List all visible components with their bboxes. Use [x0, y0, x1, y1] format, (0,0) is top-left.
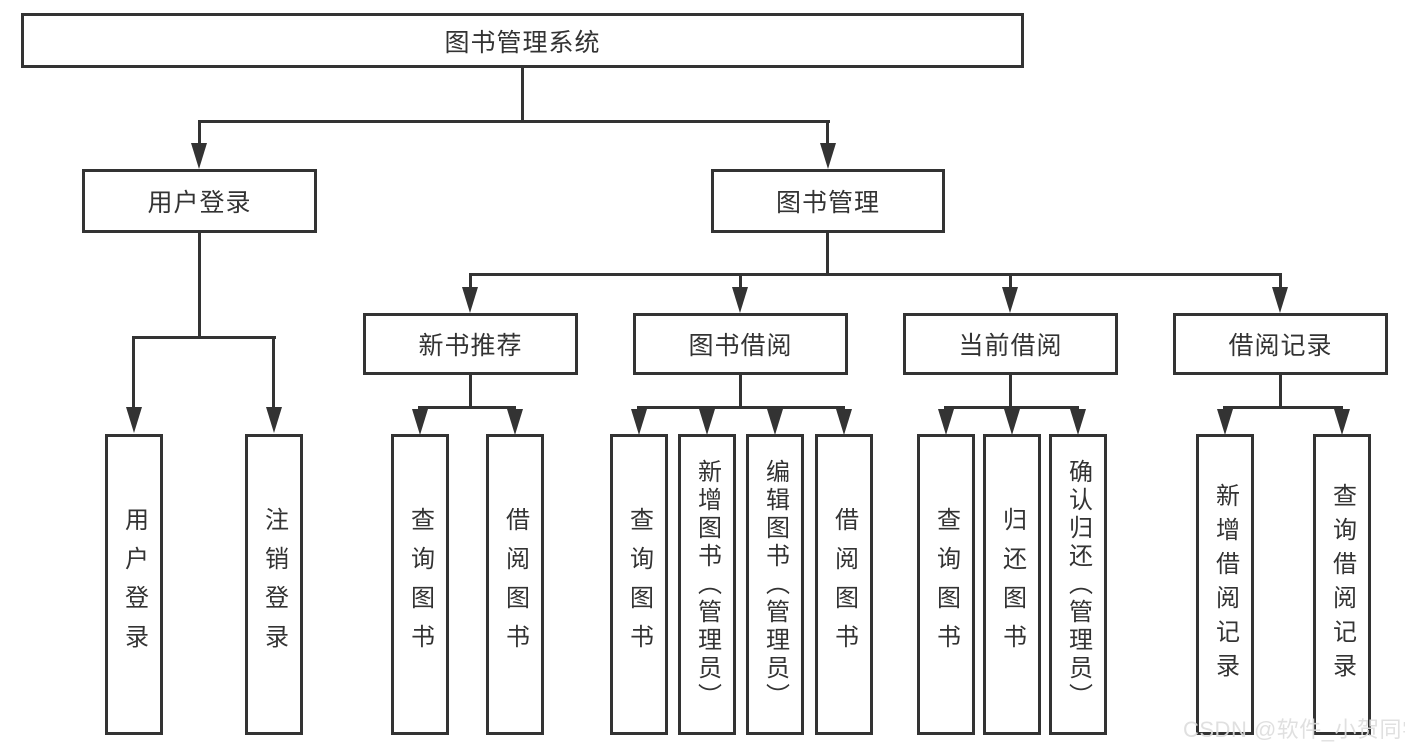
connector-line — [469, 375, 472, 408]
connector-line — [637, 406, 845, 409]
node-borrow-records: 借阅记录 — [1173, 313, 1388, 375]
connector-line — [739, 375, 742, 408]
arrow-down-icon — [191, 143, 207, 169]
arrow-down-icon — [938, 409, 954, 435]
arrow-down-icon — [1070, 409, 1086, 435]
arrow-down-icon — [820, 143, 836, 169]
connector-line — [198, 233, 201, 339]
arrow-down-icon — [631, 409, 647, 435]
node-root-label: 图书管理系统 — [444, 28, 601, 57]
node-user-login-label: 用户登录 — [147, 189, 252, 217]
connector-line — [198, 120, 830, 123]
node-book-management-label: 图书管理 — [775, 189, 880, 217]
connector-line — [198, 123, 201, 145]
connector-line — [272, 339, 275, 409]
leaf-query-borrow-record: 查询借阅记录 — [1313, 434, 1371, 735]
connector-line — [521, 68, 524, 123]
connector-line — [1223, 406, 1343, 409]
connector-line — [1279, 375, 1282, 408]
arrow-down-icon — [1217, 409, 1233, 435]
arrow-down-icon — [1334, 409, 1350, 435]
node-borrow-records-label: 借阅记录 — [1228, 332, 1333, 360]
connector-line — [1009, 375, 1012, 408]
node-book-management: 图书管理 — [711, 169, 945, 233]
leaf-confirm-return-admin: 确认归还（管理员） — [1049, 434, 1107, 735]
node-new-book-recommend-label: 新书推荐 — [418, 332, 523, 360]
leaf-query-books-current: 查询图书 — [917, 434, 975, 735]
connector-line — [826, 233, 829, 275]
leaf-query-books-borrow: 查询图书 — [610, 434, 668, 735]
arrow-down-icon — [1002, 287, 1018, 313]
arrow-down-icon — [1004, 409, 1020, 435]
arrow-down-icon — [1272, 287, 1288, 313]
connector-line — [419, 406, 516, 409]
watermark: CSDN @软件_小贺同学 — [1183, 717, 1405, 742]
connector-line — [1009, 276, 1012, 289]
node-root: 图书管理系统 — [21, 13, 1024, 68]
leaf-add-books-admin: 新增图书（管理员） — [678, 434, 736, 735]
connector-line — [469, 276, 472, 289]
arrow-down-icon — [462, 287, 478, 313]
leaf-borrow-books-recommend: 借阅图书 — [486, 434, 544, 735]
leaf-borrow-books: 借阅图书 — [815, 434, 873, 735]
leaf-query-books-recommend: 查询图书 — [391, 434, 449, 735]
leaf-logout-login: 注销登录 — [245, 434, 303, 735]
connector-line — [469, 273, 1282, 276]
node-user-login: 用户登录 — [82, 169, 317, 233]
node-book-borrow: 图书借阅 — [633, 313, 848, 375]
arrow-down-icon — [699, 409, 715, 435]
leaf-add-borrow-record: 新增借阅记录 — [1196, 434, 1254, 735]
arrow-down-icon — [412, 409, 428, 435]
arrow-down-icon — [767, 409, 783, 435]
connector-line — [739, 276, 742, 289]
leaf-edit-books-admin: 编辑图书（管理员） — [746, 434, 804, 735]
node-new-book-recommend: 新书推荐 — [363, 313, 578, 375]
node-book-borrow-label: 图书借阅 — [688, 332, 793, 360]
leaf-return-books: 归还图书 — [983, 434, 1041, 735]
connector-line — [1279, 276, 1282, 289]
connector-line — [132, 339, 135, 409]
arrow-down-icon — [266, 407, 282, 433]
arrow-down-icon — [732, 287, 748, 313]
node-current-borrow-label: 当前借阅 — [958, 332, 1063, 360]
connector-line — [826, 123, 829, 145]
leaf-user-login: 用户登录 — [105, 434, 163, 735]
arrow-down-icon — [126, 407, 142, 433]
connector-line — [132, 336, 276, 339]
node-current-borrow: 当前借阅 — [903, 313, 1118, 375]
arrow-down-icon — [507, 409, 523, 435]
arrow-down-icon — [836, 409, 852, 435]
